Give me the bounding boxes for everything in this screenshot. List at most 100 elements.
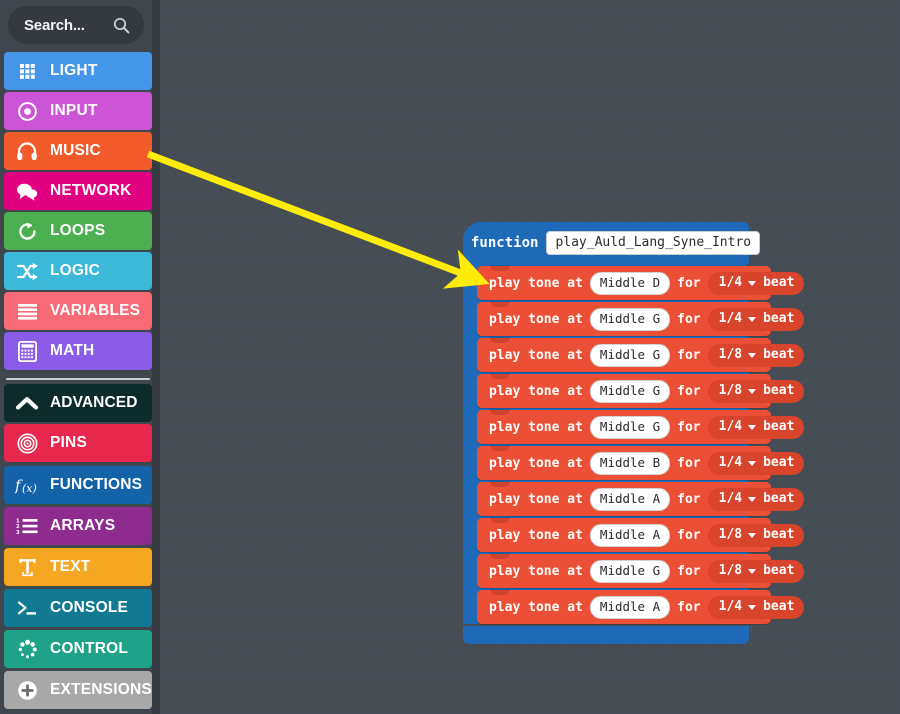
toolbox-category-advanced[interactable]: ADVANCED — [4, 384, 152, 422]
plus-circle-icon — [14, 677, 40, 703]
headphones-icon — [14, 138, 40, 164]
block-notch — [490, 265, 510, 271]
toolbox-category-console[interactable]: CONSOLE — [4, 589, 152, 627]
note-field[interactable]: Middle A — [589, 595, 671, 619]
chevron-down-icon — [748, 317, 757, 322]
chevron-down-icon — [748, 605, 757, 610]
play-tone-prefix-label: play tone at — [489, 599, 583, 615]
concentric-circles-icon — [14, 430, 40, 456]
toolbox-category-label: ADVANCED — [50, 394, 138, 411]
duration-unit-label: beat — [763, 274, 795, 290]
toolbox-category-logic[interactable]: LOGIC — [4, 252, 152, 290]
fx-icon: f(x) — [14, 472, 40, 498]
chevron-down-icon — [748, 569, 757, 574]
note-field[interactable]: Middle G — [589, 559, 671, 583]
play-tone-for-label: for — [677, 419, 701, 435]
svg-text:f: f — [15, 477, 23, 495]
note-field[interactable]: Middle A — [589, 487, 671, 511]
note-field[interactable]: Middle A — [589, 523, 671, 547]
note-field[interactable]: Middle G — [589, 379, 671, 403]
duration-dropdown[interactable]: 1/4 beat — [707, 451, 805, 475]
toolbox-category-loops[interactable]: LOOPS — [4, 212, 152, 250]
toolbox-category-label: ARRAYS — [50, 517, 116, 534]
search-icon — [113, 17, 130, 34]
toolbox-category-label: MUSIC — [50, 142, 101, 159]
block-notch — [490, 589, 510, 595]
toolbox-category-math[interactable]: MATH — [4, 332, 152, 370]
duration-value: 1/4 — [718, 454, 743, 470]
toolbox-category-music[interactable]: MUSIC — [4, 132, 152, 170]
note-field[interactable]: Middle D — [589, 271, 671, 295]
toolbox-category-network[interactable]: NETWORK — [4, 172, 152, 210]
play-tone-for-label: for — [677, 563, 701, 579]
toolbox-category-control[interactable]: CONTROL — [4, 630, 152, 668]
toolbox-category-label: LOGIC — [50, 262, 101, 279]
note-field[interactable]: Middle G — [589, 343, 671, 367]
toolbox-category-variables[interactable]: VARIABLES — [4, 292, 152, 330]
play-tone-prefix-label: play tone at — [489, 419, 583, 435]
block-notch — [490, 301, 510, 307]
duration-unit-label: beat — [763, 526, 795, 542]
toolbox-category-input[interactable]: INPUT — [4, 92, 152, 130]
block-notch — [490, 553, 510, 559]
chevron-down-icon — [748, 389, 757, 394]
function-block-footer — [463, 626, 749, 644]
toolbox-category-text[interactable]: TEXT — [4, 548, 152, 586]
play-tone-prefix-label: play tone at — [489, 275, 583, 291]
duration-value: 1/8 — [718, 382, 743, 398]
toolbox-category-label: INPUT — [50, 102, 98, 119]
toolbox-category-functions[interactable]: f(x) FUNCTIONS — [4, 466, 152, 504]
toolbox-category-label: MATH — [50, 342, 95, 359]
play-tone-for-label: for — [677, 527, 701, 543]
function-block-header[interactable]: function play_Auld_Lang_Syne_Intro — [463, 222, 761, 266]
toolbox-category-light[interactable]: LIGHT — [4, 52, 152, 90]
toolbox-separator — [6, 378, 150, 380]
play-tone-prefix-label: play tone at — [489, 347, 583, 363]
toolbox-category-extensions[interactable]: EXTENSIONS — [4, 671, 152, 709]
note-field[interactable]: Middle B — [589, 451, 671, 475]
note-field[interactable]: Middle G — [589, 307, 671, 331]
play-tone-prefix-label: play tone at — [489, 455, 583, 471]
play-tone-for-label: for — [677, 275, 701, 291]
function-name-field[interactable]: play_Auld_Lang_Syne_Intro — [546, 231, 761, 255]
toolbox-category-pins[interactable]: PINS — [4, 424, 152, 462]
duration-unit-label: beat — [763, 454, 795, 470]
search-input[interactable]: Search... — [8, 6, 144, 44]
note-field[interactable]: Middle G — [589, 415, 671, 439]
play-tone-for-label: for — [677, 599, 701, 615]
duration-value: 1/4 — [718, 310, 743, 326]
block-notch — [490, 517, 510, 523]
function-block[interactable]: function play_Auld_Lang_Syne_Intro play … — [463, 222, 805, 644]
spinner-dots-icon — [14, 636, 40, 662]
terminal-icon — [14, 595, 40, 621]
text-t-icon — [14, 554, 40, 580]
toolbox-category-label: VARIABLES — [50, 302, 141, 319]
toolbox-category-label: FUNCTIONS — [50, 476, 143, 493]
svg-text:(x): (x) — [22, 482, 37, 495]
block-notch — [490, 373, 510, 379]
chevron-down-icon — [748, 533, 757, 538]
calculator-icon — [14, 338, 40, 364]
